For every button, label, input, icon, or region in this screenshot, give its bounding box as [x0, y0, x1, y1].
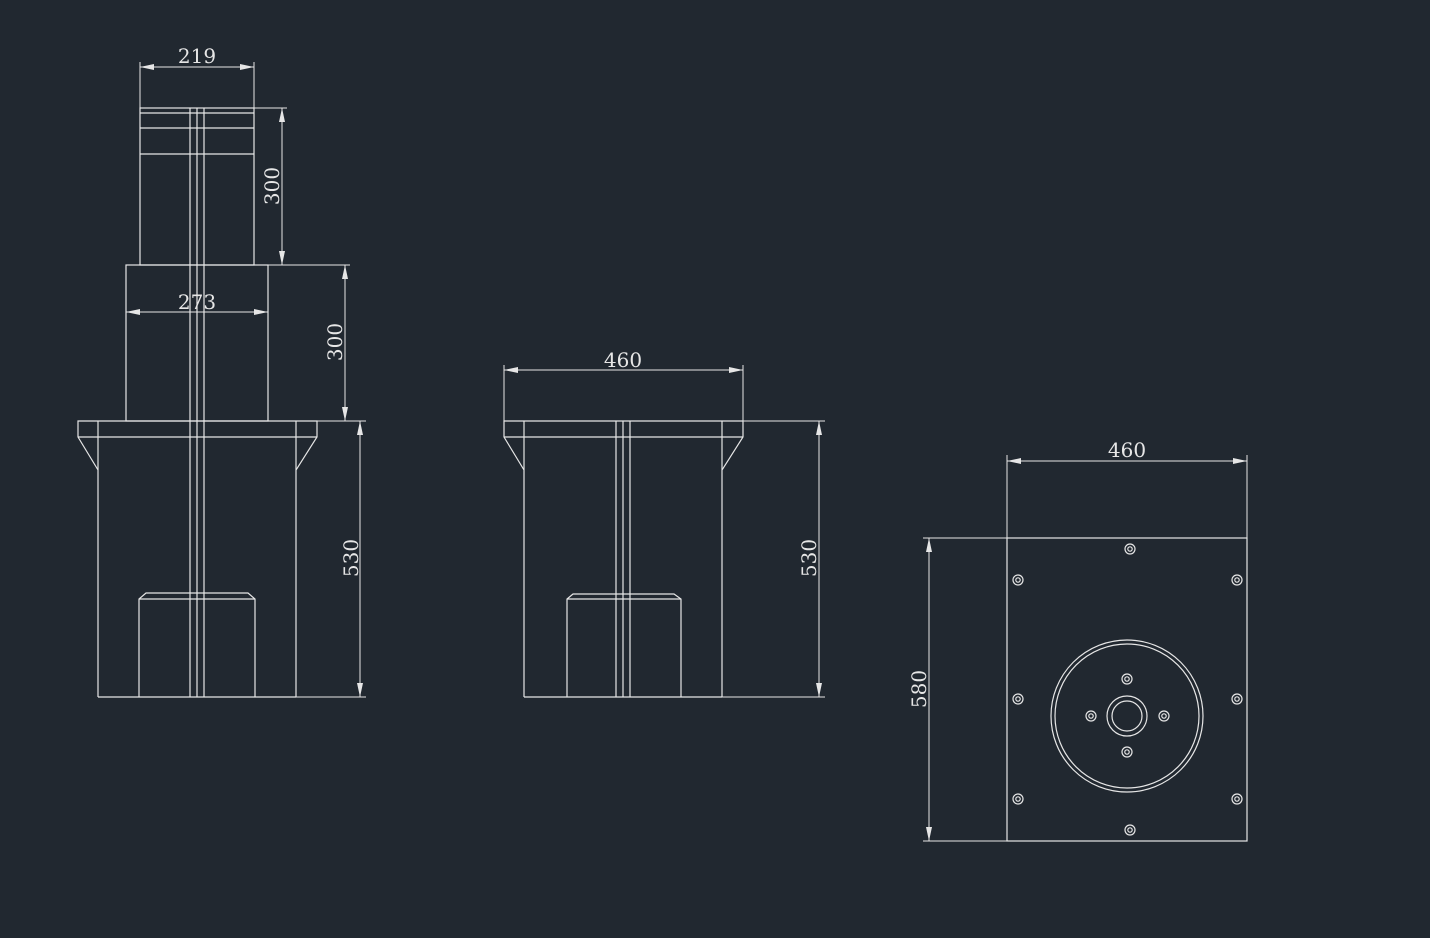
bolt-hole [1012, 793, 1024, 805]
side-center-rod [615, 421, 631, 697]
side-inner-piston [566, 593, 682, 697]
bolt-hole [1121, 746, 1133, 758]
dim-side-height: 530 [722, 420, 825, 698]
dim-side-width: 460 [503, 348, 744, 421]
bolt-hole [1158, 710, 1170, 722]
dim-plan-height: 580 [907, 537, 1007, 842]
dim-plan-width: 460 [1006, 438, 1248, 538]
dim-mid-width: 273 [126, 290, 268, 315]
flange-bolt-holes [1085, 673, 1170, 758]
bolt-hole [1231, 693, 1243, 705]
dim-mid-height: 300 [268, 264, 350, 422]
front-view: 219 300 273 300 [77, 44, 366, 698]
dim-text-460-side: 460 [604, 348, 642, 372]
bolt-hole [1121, 673, 1133, 685]
bolt-hole [1124, 543, 1136, 555]
dim-text-273: 273 [178, 290, 216, 314]
plan-view: 460 580 [907, 438, 1248, 842]
dim-text-530-side: 530 [797, 539, 821, 577]
bolt-hole [1231, 793, 1243, 805]
dim-text-530-front: 530 [339, 539, 363, 577]
flange-disk [1050, 639, 1204, 793]
base-plate [1006, 537, 1248, 842]
center-rod [189, 108, 205, 697]
bolt-hole [1231, 574, 1243, 586]
plate-bolt-holes [1012, 543, 1243, 836]
dim-text-300-mid: 300 [323, 323, 347, 361]
side-view: 460 530 [503, 348, 825, 698]
dim-text-580: 580 [907, 670, 931, 708]
dim-top-height: 300 [254, 107, 287, 266]
dim-text-460-plan: 460 [1108, 438, 1146, 462]
dim-text-219: 219 [178, 44, 216, 68]
dim-base-height: 530 [296, 420, 366, 698]
dim-top-width: 219 [139, 44, 255, 108]
bolt-hole [1012, 693, 1024, 705]
bolt-hole [1085, 710, 1097, 722]
bolt-hole [1012, 574, 1024, 586]
dim-text-300-top: 300 [260, 167, 284, 205]
bolt-hole [1124, 824, 1136, 836]
